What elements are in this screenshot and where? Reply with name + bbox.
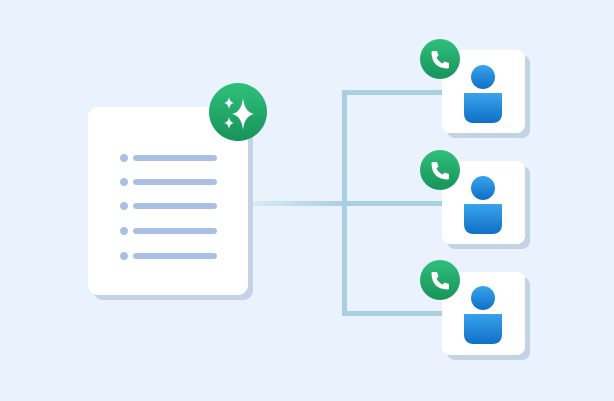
document-list-icon [120, 154, 217, 260]
call-badge [420, 260, 460, 300]
list-item [120, 252, 217, 260]
connector-lines [248, 90, 447, 316]
connector-branch-middle [342, 201, 447, 206]
connector-branch-bottom [342, 311, 447, 316]
person-icon [464, 176, 502, 234]
call-badge [420, 150, 460, 190]
contact-card [442, 272, 530, 360]
list-item [120, 227, 217, 235]
document-card [88, 107, 253, 300]
connector-branch-top [342, 90, 447, 95]
person-icon [464, 65, 502, 123]
phone-icon [431, 162, 449, 180]
phone-icon [431, 272, 449, 290]
list-item [120, 178, 217, 186]
list-item [120, 202, 217, 210]
ai-badge [209, 83, 267, 141]
document-card-body [88, 107, 248, 295]
connector-trunk [248, 201, 344, 206]
contact-card [442, 50, 530, 138]
contact-card [442, 161, 530, 249]
call-badge [420, 39, 460, 79]
person-icon [464, 286, 502, 344]
list-item [120, 154, 217, 162]
sparkles-icon [224, 97, 254, 130]
phone-icon [431, 51, 449, 69]
